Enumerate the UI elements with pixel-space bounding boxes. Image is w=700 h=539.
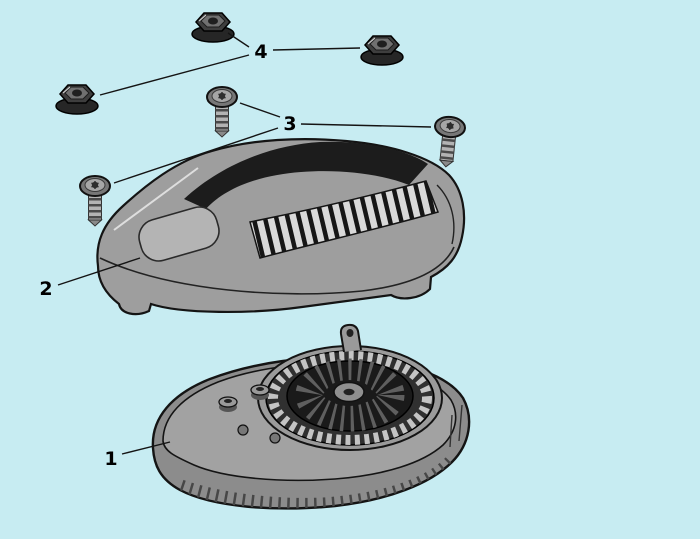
mounting-posts [218,384,281,444]
flange-nut-icon [191,12,235,43]
leader-line-4c [99,54,250,96]
callout-label-3: 3 [283,113,296,135]
housing-tab [339,323,362,353]
screw-icon [80,176,110,226]
flange-nut-icon [360,35,404,66]
leader-line-4a [227,32,250,48]
engine-cover [96,138,466,316]
blower-housing-base [151,323,471,510]
cover-top-panel [184,141,428,209]
ring-gear-teeth [268,351,432,445]
callout-label-1: 1 [104,448,117,470]
flange-nut-icon [55,84,99,115]
housing-seam [449,404,463,448]
cover-flange-line [99,246,455,295]
leader-line-2 [57,257,141,286]
cover-recess [138,206,220,262]
leader-line-3b [300,123,432,128]
cover-right-edge [436,184,455,245]
vent-louvers [249,180,439,259]
cover-highlight [113,167,199,231]
screw-icon [207,87,237,137]
callout-label-4: 4 [254,41,267,63]
screw-icon [431,115,466,168]
leader-line-3c [113,127,279,184]
leader-line-4b [272,47,361,51]
callout-label-2: 2 [39,278,52,300]
leader-line-3a [239,102,281,118]
leader-line-1 [121,441,171,455]
fan-assembly [257,345,443,451]
fan-blades [295,358,405,432]
